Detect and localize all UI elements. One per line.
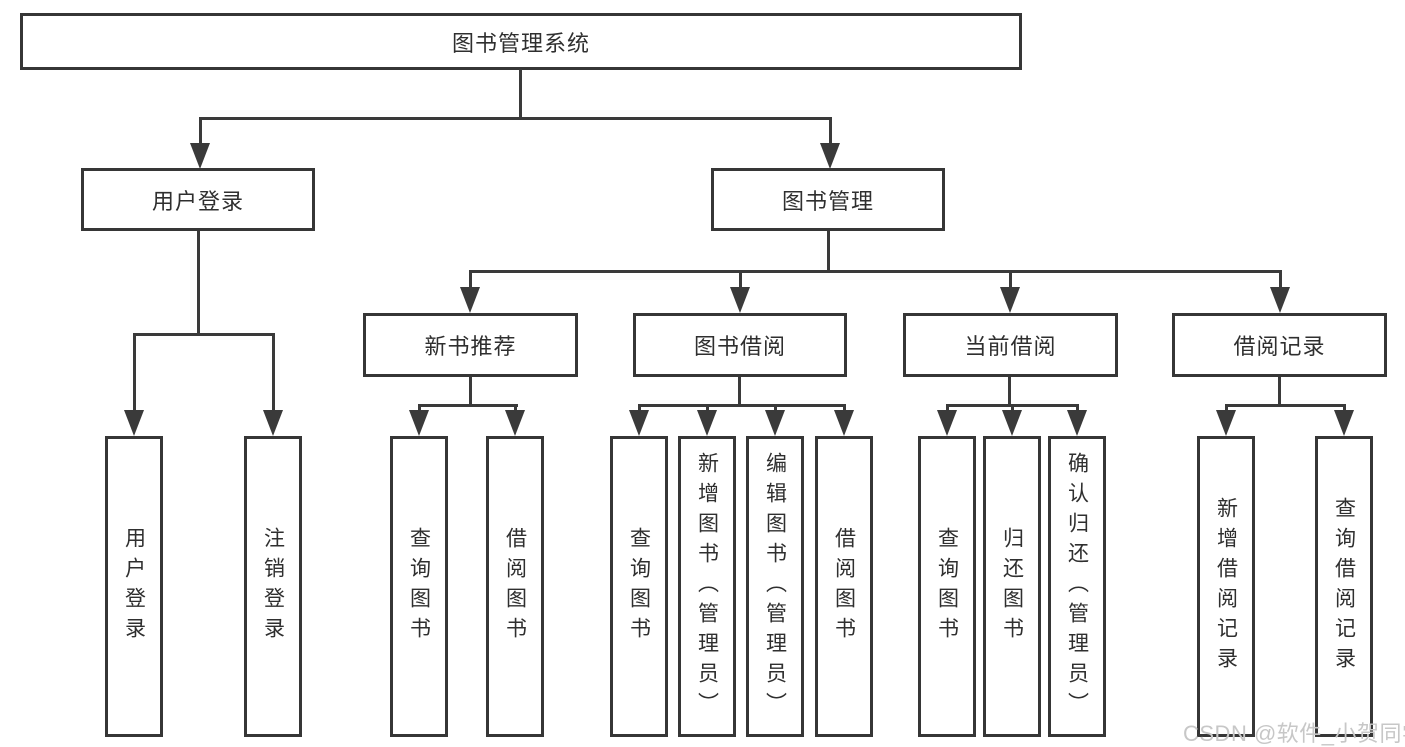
leaf-borrow-book-recommend: 借阅图书 xyxy=(486,436,544,737)
connector xyxy=(469,270,472,290)
leaf-logout: 注销登录 xyxy=(244,436,302,737)
arrow-down-icon xyxy=(1334,410,1354,436)
leaf-query-borrow-record: 查询借阅记录 xyxy=(1315,436,1373,737)
node-label: 新书推荐 xyxy=(424,334,517,359)
arrow-down-icon xyxy=(460,287,480,313)
connector xyxy=(197,231,200,336)
arrow-down-icon xyxy=(1000,287,1020,313)
connector xyxy=(133,333,275,336)
leaf-label: 查询图书 xyxy=(407,526,431,647)
node-borrow-records: 借阅记录 xyxy=(1172,313,1387,377)
arrow-down-icon xyxy=(124,410,144,436)
leaf-edit-book-admin: 编辑图书（管理员） xyxy=(746,436,804,737)
leaf-label: 借阅图书 xyxy=(503,526,527,647)
arrow-down-icon xyxy=(1216,410,1236,436)
leaf-query-book-borrow: 查询图书 xyxy=(610,436,668,737)
node-user-login: 用户登录 xyxy=(81,168,315,231)
leaf-borrow-book: 借阅图书 xyxy=(815,436,873,737)
node-new-book-recommend: 新书推荐 xyxy=(363,313,578,377)
leaf-return-book: 归还图书 xyxy=(983,436,1041,737)
connector xyxy=(706,404,709,414)
connector xyxy=(1225,404,1228,414)
leaf-label: 新增借阅记录 xyxy=(1214,496,1238,677)
leaf-query-book-recommend: 查询图书 xyxy=(390,436,448,737)
leaf-label: 新增图书（管理员） xyxy=(695,451,719,722)
connector xyxy=(638,404,846,407)
connector xyxy=(774,404,777,414)
arrow-down-icon xyxy=(730,287,750,313)
arrow-down-icon xyxy=(820,143,840,169)
leaf-label: 编辑图书（管理员） xyxy=(763,451,787,722)
arrow-down-icon xyxy=(1002,410,1022,436)
arrow-down-icon xyxy=(409,410,429,436)
connector xyxy=(946,404,949,414)
node-label: 图书管理 xyxy=(781,188,874,214)
connector xyxy=(1009,270,1012,290)
connector xyxy=(638,404,641,414)
connector xyxy=(1225,404,1346,407)
connector xyxy=(1076,404,1079,414)
leaf-add-book-admin: 新增图书（管理员） xyxy=(678,436,736,737)
node-book-management: 图书管理 xyxy=(711,168,945,231)
node-label: 图书借阅 xyxy=(693,334,786,359)
leaf-label: 确认归还（管理员） xyxy=(1065,451,1089,722)
connector xyxy=(843,404,846,414)
connector xyxy=(272,333,275,413)
arrow-down-icon xyxy=(937,410,957,436)
connector xyxy=(519,69,522,119)
connector xyxy=(827,231,830,273)
connector xyxy=(829,117,832,149)
leaf-label: 用户登录 xyxy=(122,526,146,647)
connector xyxy=(469,377,472,407)
connector xyxy=(418,404,518,407)
arrow-down-icon xyxy=(505,410,525,436)
connector xyxy=(418,404,421,414)
node-book-borrow: 图书借阅 xyxy=(633,313,847,377)
connector xyxy=(514,404,517,414)
leaf-label: 查询图书 xyxy=(935,526,959,647)
leaf-label: 查询图书 xyxy=(627,526,651,647)
watermark: CSDN @软件_小贺同学 xyxy=(1183,721,1405,746)
connector xyxy=(133,333,136,413)
connector xyxy=(199,117,832,120)
arrow-down-icon xyxy=(834,410,854,436)
node-label: 借阅记录 xyxy=(1233,334,1326,359)
leaf-label: 归还图书 xyxy=(1000,526,1024,647)
connector xyxy=(1278,377,1281,407)
node-current-borrow: 当前借阅 xyxy=(903,313,1118,377)
connector xyxy=(1343,404,1346,414)
leaf-label: 借阅图书 xyxy=(832,526,856,647)
connector xyxy=(738,377,741,407)
arrow-down-icon xyxy=(765,410,785,436)
node-label: 图书管理系统 xyxy=(451,30,590,56)
node-library-system: 图书管理系统 xyxy=(20,13,1022,70)
leaf-user-login: 用户登录 xyxy=(105,436,163,737)
connector xyxy=(1011,404,1014,414)
arrow-down-icon xyxy=(1067,410,1087,436)
connector xyxy=(469,270,1282,273)
arrow-down-icon xyxy=(190,143,210,169)
arrow-down-icon xyxy=(629,410,649,436)
arrow-down-icon xyxy=(263,410,283,436)
arrow-down-icon xyxy=(697,410,717,436)
leaf-add-borrow-record: 新增借阅记录 xyxy=(1197,436,1255,737)
leaf-label: 注销登录 xyxy=(261,526,285,647)
connector xyxy=(199,117,202,149)
node-label: 用户登录 xyxy=(151,188,244,214)
node-label: 当前借阅 xyxy=(964,334,1057,359)
connector xyxy=(739,270,742,290)
leaf-confirm-return-admin: 确认归还（管理员） xyxy=(1048,436,1106,737)
leaf-query-book-current: 查询图书 xyxy=(918,436,976,737)
leaf-label: 查询借阅记录 xyxy=(1332,496,1356,677)
connector xyxy=(1008,377,1011,407)
connector xyxy=(1279,270,1282,290)
arrow-down-icon xyxy=(1270,287,1290,313)
